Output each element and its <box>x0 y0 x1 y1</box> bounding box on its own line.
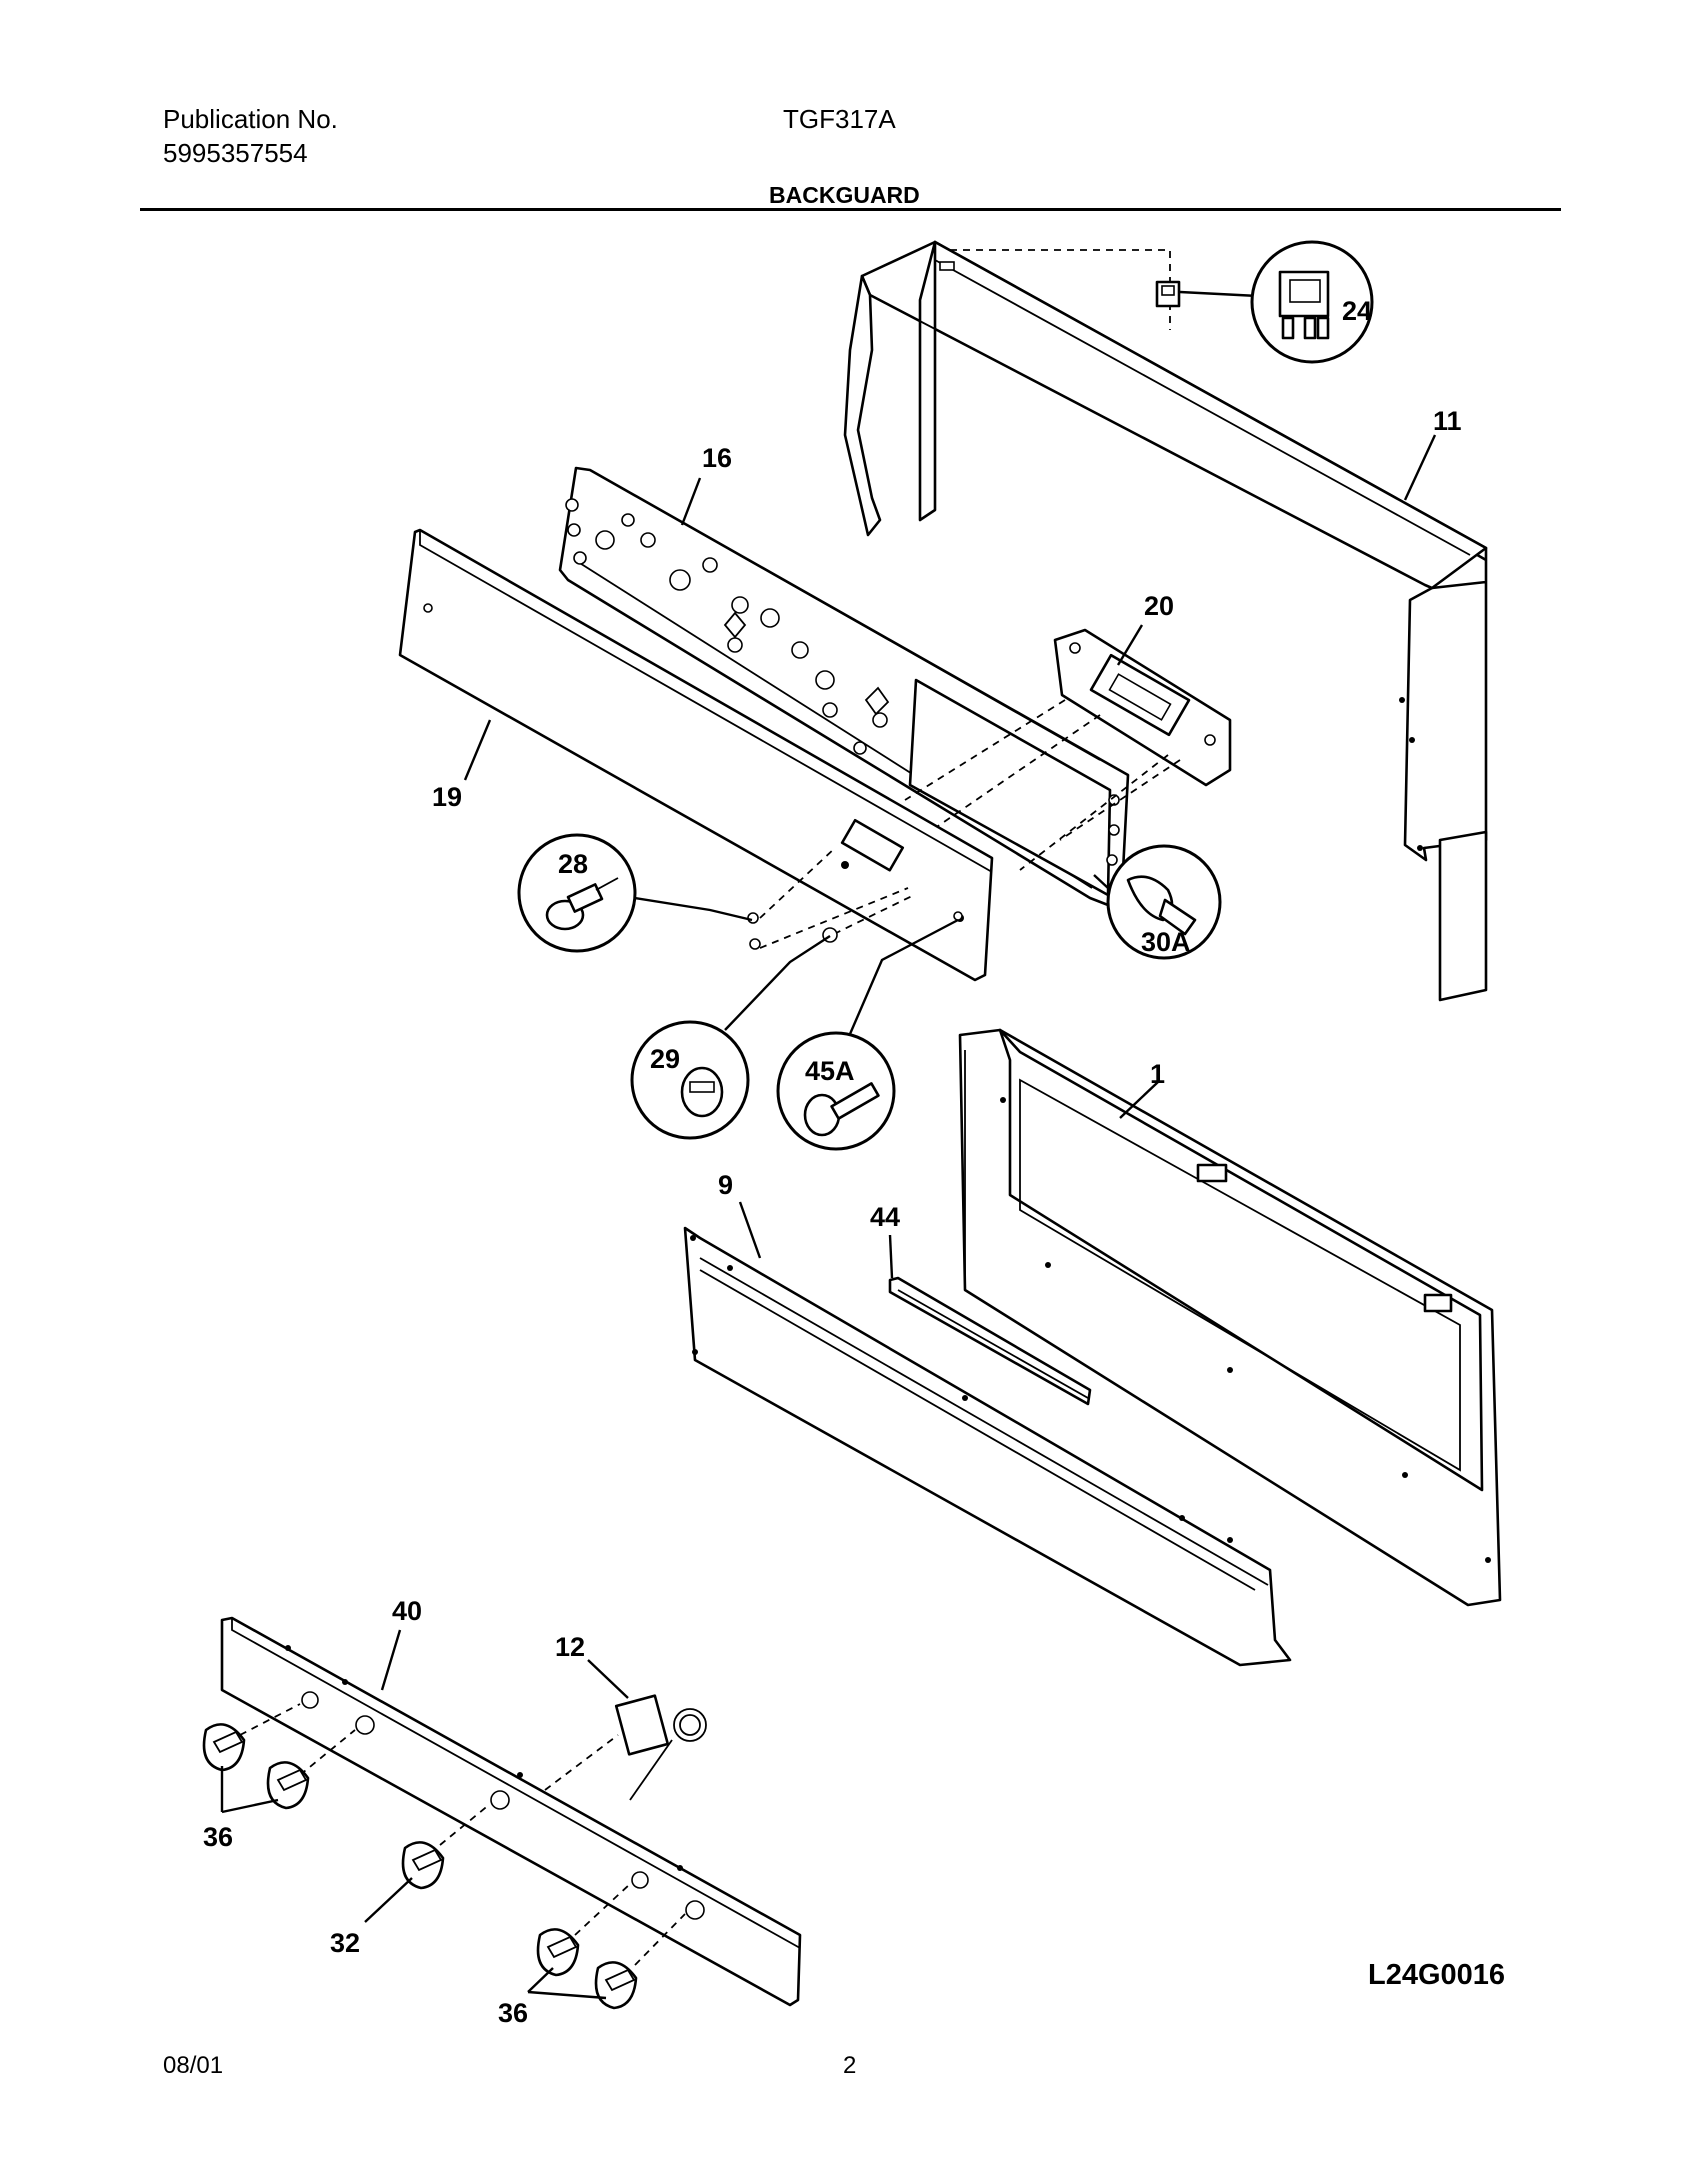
timer-mounting-lines <box>904 699 1181 871</box>
callout-45a: 45A <box>805 1056 855 1086</box>
callout-30a: 30A <box>1141 927 1191 957</box>
burner-knobs: 36 32 36 <box>202 1703 686 2028</box>
manifold-panel: 40 <box>220 1596 802 2007</box>
knob-insert-detail: 29 <box>630 934 831 1140</box>
rocker-switch: 24 <box>1155 240 1374 364</box>
section-title: BACKGUARD <box>769 182 920 208</box>
callout-12: 12 <box>555 1632 585 1662</box>
footer-date: 08/01 <box>163 2052 224 2079</box>
rear-panel: 1 <box>958 1028 1502 1607</box>
oven-thermostat: 12 <box>544 1632 707 1801</box>
callout-20: 20 <box>1144 591 1174 621</box>
callout-36-right: 36 <box>498 1998 528 2028</box>
model-number: TGF317A <box>783 104 896 134</box>
knob-right-front <box>594 1961 638 2010</box>
header-rule <box>140 208 1561 211</box>
callout-40: 40 <box>392 1596 422 1626</box>
callout-36-left: 36 <box>203 1822 233 1852</box>
timer-bracket: 20 <box>1053 591 1232 787</box>
callout-9: 9 <box>718 1170 733 1200</box>
publication-label: Publication No. <box>163 104 338 134</box>
knob-right-rear <box>536 1928 580 1977</box>
control-panel-face: 19 <box>398 528 994 982</box>
control-panel-bracket: 16 <box>558 443 1130 907</box>
drawing-code: L24G0016 <box>1368 1959 1506 1991</box>
page-number: 2 <box>843 2052 857 2079</box>
callout-11: 11 <box>1433 406 1462 436</box>
panel-clip: 30A <box>1093 844 1222 960</box>
trim-strip: 44 <box>870 1202 1092 1406</box>
callout-19: 19 <box>432 782 462 812</box>
knob-center <box>401 1841 445 1890</box>
callout-44: 44 <box>870 1202 900 1232</box>
callout-16: 16 <box>702 443 732 473</box>
callout-28: 28 <box>558 849 588 879</box>
knob-left-rear <box>266 1761 310 1810</box>
knob-left-front <box>202 1723 246 1772</box>
callout-29: 29 <box>650 1044 680 1074</box>
callout-1: 1 <box>1150 1059 1165 1089</box>
bolt-detail: 45A <box>776 918 959 1151</box>
publication-number: 5995357554 <box>163 138 308 168</box>
backguard-trim: 9 <box>683 1170 1292 1667</box>
backguard-housing <box>843 240 1488 1002</box>
callout-32: 32 <box>330 1928 360 1958</box>
callout-24: 24 <box>1342 296 1372 326</box>
selector-knob-detail: 28 <box>517 833 753 953</box>
